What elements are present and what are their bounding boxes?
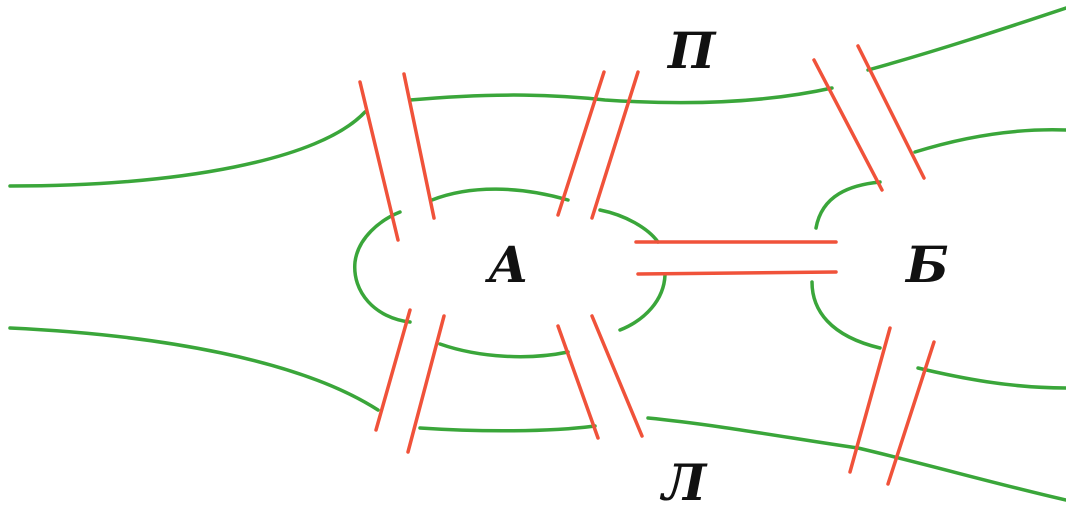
island-a-shore-right-top	[598, 208, 660, 244]
island-b-shore-lower-left	[810, 280, 882, 350]
bridge-b-p	[812, 44, 926, 192]
bank-p-label: П	[668, 21, 716, 80]
bridge-a-l-right	[556, 314, 644, 440]
island-b-shore-upper-left	[814, 180, 882, 230]
upper-bank-shore-middle	[408, 86, 834, 105]
lower-bank-shore-left	[8, 326, 380, 412]
island-b-shore-top	[913, 127, 1066, 154]
bridge-a-p-left	[358, 72, 436, 242]
lower-bank-shore-right	[646, 416, 1066, 502]
island-a-shore-right-bottom	[618, 273, 667, 332]
island-a-shore-top-middle	[430, 187, 570, 202]
island-a-shore-top	[353, 210, 412, 324]
bridge-a-p-right	[556, 70, 640, 220]
island-b-shore-bottom	[916, 366, 1066, 390]
bank-l-label: Л	[662, 453, 707, 508]
island-b-label: Б	[906, 235, 949, 294]
island-a-shore-bottom-middle	[438, 342, 570, 359]
island-a-label: А	[488, 235, 529, 294]
bridge-b-l	[848, 326, 936, 486]
lower-bank-shore-middle	[418, 424, 597, 433]
upper-bank-shore-left	[8, 110, 367, 188]
upper-bank-shore-right	[866, 6, 1066, 72]
bridge-a-l-left	[374, 308, 446, 454]
bridge-a-b	[634, 240, 838, 276]
